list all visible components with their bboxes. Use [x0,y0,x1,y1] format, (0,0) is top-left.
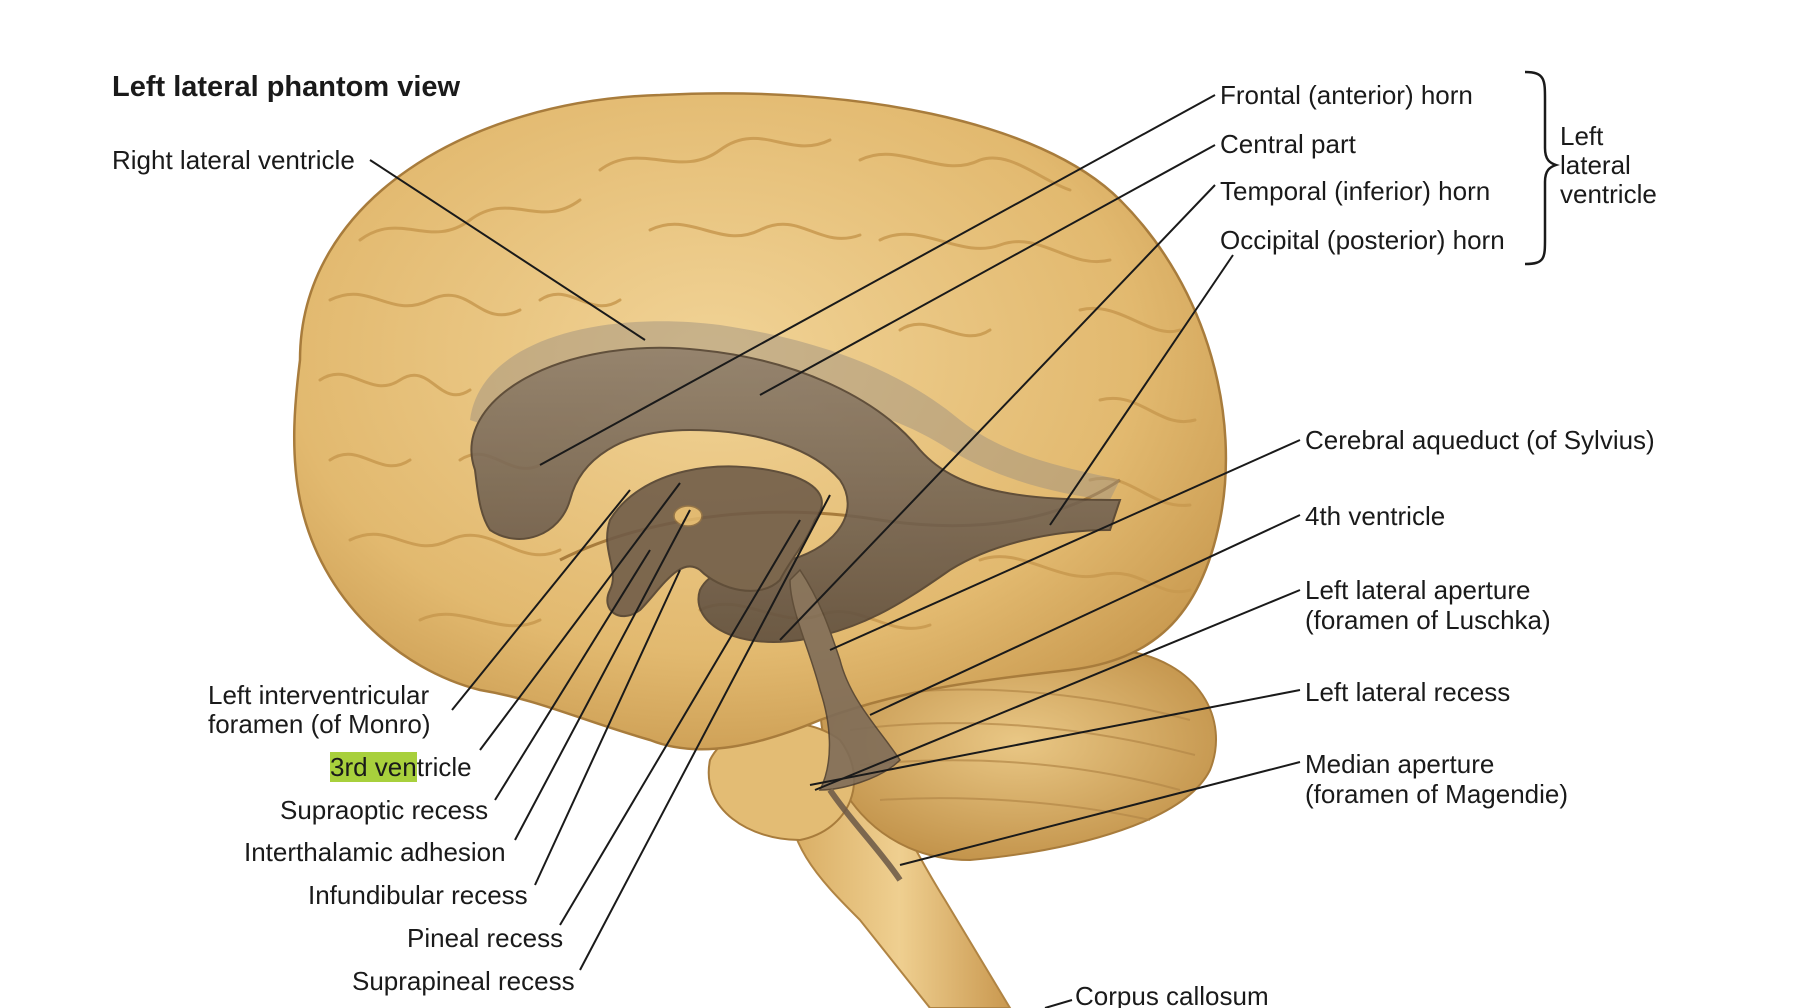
label-corpus-callosum: Corpus callosum [1075,981,1269,1008]
label-left-lateral-aperture-line1: Left lateral aperture [1305,575,1531,605]
aqueduct-and-fourth-ventricle [789,568,901,791]
label-left-lateral-recess: Left lateral recess [1305,677,1511,707]
ventricular-system [470,321,1122,882]
label-right-lateral-ventricle: Right lateral ventricle [112,145,355,175]
cerebral-gyri [318,136,1197,630]
label-occipital-horn: Occipital (posterior) horn [1220,225,1505,255]
label-cerebral-aqueduct: Cerebral aqueduct (of Sylvius) [1305,425,1655,455]
label-median-aperture-line2: (foramen of Magendie) [1305,779,1569,809]
label-interthalamic-adhesion: Interthalamic adhesion [244,837,506,867]
label-central-part: Central part [1220,129,1356,159]
label-infundibular-recess: Infundibular recess [308,880,528,910]
label-group-lateral: lateral [1560,150,1631,180]
label-fourth-ventricle: 4th ventricle [1305,501,1446,531]
label-frontal-horn: Frontal (anterior) horn [1220,80,1473,110]
label-left-lateral-aperture-line2: (foramen of Luschka) [1305,605,1551,635]
label-third-ventricle-rest: tricle [416,752,472,782]
group-bracket [1524,70,1560,266]
label-median-aperture-line1: Median aperture [1305,749,1495,779]
left-lateral-ventricle [470,346,1122,643]
label-temporal-horn: Temporal (inferior) horn [1220,176,1491,206]
interthalamic-adhesion-mark [673,505,703,527]
label-left-interventricular-line2: foramen (of Monro) [208,709,431,739]
figure-title: Left lateral phantom view [112,71,461,103]
highlighted-text: 3rd ven [330,752,417,782]
label-left-interventricular-line1: Left interventricular [208,680,430,710]
label-suprapineal-recess: Suprapineal recess [352,966,575,996]
leader-lines [369,94,1301,1008]
label-pineal-recess: Pineal recess [407,923,564,953]
label-group-ventricle: ventricle [1560,179,1657,209]
label-third-ventricle: 3rd ventricle [330,752,472,782]
label-group-left: Left [1560,121,1604,151]
label-supraoptic-recess: Supraoptic recess [280,795,489,825]
fourth-ventricle-tail [827,788,903,882]
